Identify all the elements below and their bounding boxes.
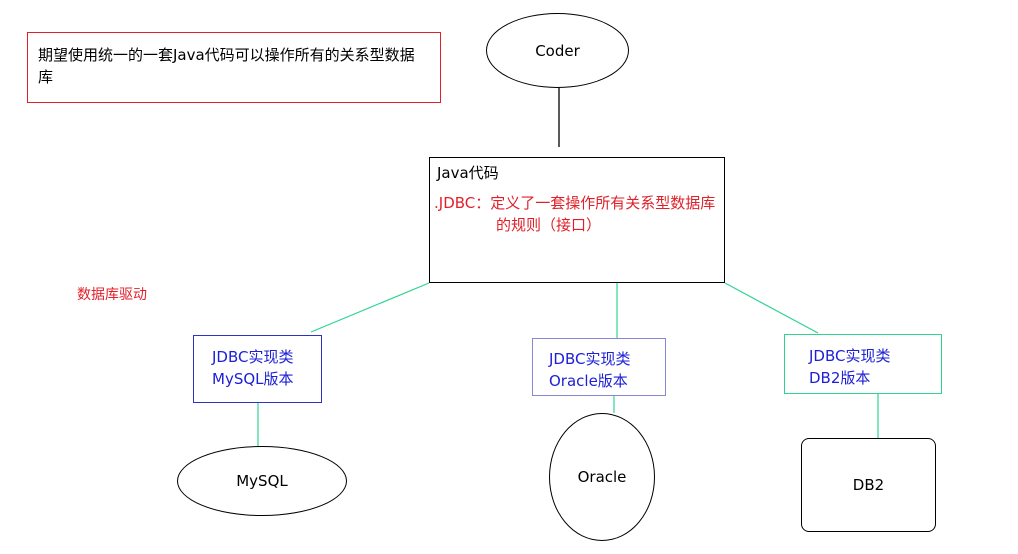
impl-db2-box: JDBC实现类 DB2版本 xyxy=(784,334,942,394)
goal-note-line1: 期望使用统一的一套Java代码可以操作所有的关系型数据 xyxy=(38,46,415,64)
db2-database-label: DB2 xyxy=(852,476,885,494)
coder-node: Coder xyxy=(486,13,629,88)
impl-mysql-line2: MySQL版本 xyxy=(212,370,294,388)
impl-oracle-line1: JDBC实现类 xyxy=(549,350,631,368)
oracle-database-label: Oracle xyxy=(577,468,627,486)
mysql-database: MySQL xyxy=(177,446,347,516)
connector-java-mysql-impl xyxy=(310,282,430,333)
impl-oracle-box: JDBC实现类 Oracle版本 xyxy=(532,338,666,396)
impl-db2-line1: JDBC实现类 xyxy=(809,347,891,365)
goal-note: 期望使用统一的一套Java代码可以操作所有的关系型数据 库 xyxy=(27,32,441,103)
impl-db2-line2: DB2版本 xyxy=(809,369,871,387)
java-code-title: Java代码 xyxy=(437,164,499,182)
impl-mysql-box: JDBC实现类 MySQL版本 xyxy=(193,335,322,403)
goal-note-line2: 库 xyxy=(38,68,54,86)
connector-java-db2-impl xyxy=(724,282,819,334)
driver-label: 数据库驱动 xyxy=(77,287,147,303)
oracle-database: Oracle xyxy=(549,413,655,541)
impl-oracle-line2: Oracle版本 xyxy=(549,372,628,390)
impl-mysql-line1: JDBC实现类 xyxy=(212,348,294,366)
jdbc-definition-line2: 的规则（接口） xyxy=(496,216,602,234)
db2-database: DB2 xyxy=(801,438,936,532)
coder-label: Coder xyxy=(535,41,580,60)
jdbc-definition-line1: .JDBC：定义了一套操作所有关系型数据库 xyxy=(434,194,716,212)
java-code-box xyxy=(429,157,725,283)
jdbc-definition: .JDBC：定义了一套操作所有关系型数据库 的规则（接口） xyxy=(434,192,754,236)
mysql-database-label: MySQL xyxy=(236,472,288,490)
